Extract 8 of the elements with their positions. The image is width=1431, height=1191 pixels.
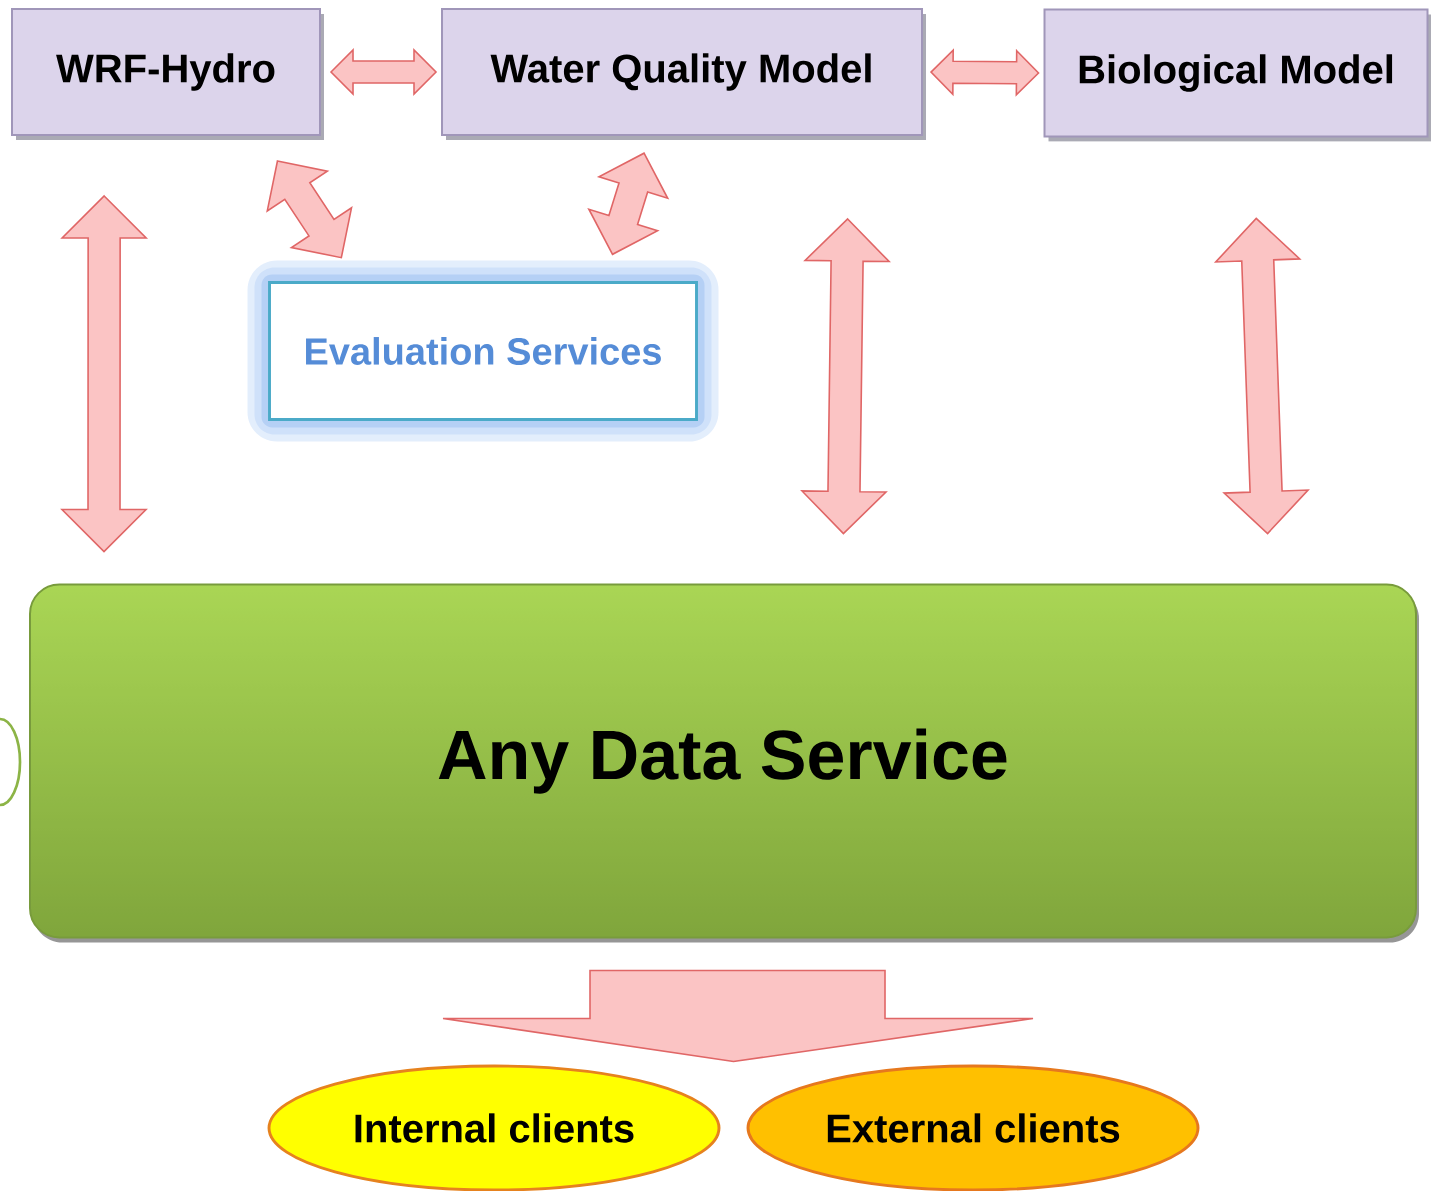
service-box: Evaluation Services: [247, 260, 719, 442]
model-box: WRF-Hydro: [11, 8, 324, 140]
double-arrow: [587, 152, 670, 256]
block-arrow: [442, 969, 1034, 1063]
model-box: Water Quality Model: [441, 8, 926, 140]
service-box: Any Data Service: [29, 583, 1419, 943]
double-arrow: [266, 160, 353, 259]
model-box: Biological Model: [1043, 8, 1431, 142]
